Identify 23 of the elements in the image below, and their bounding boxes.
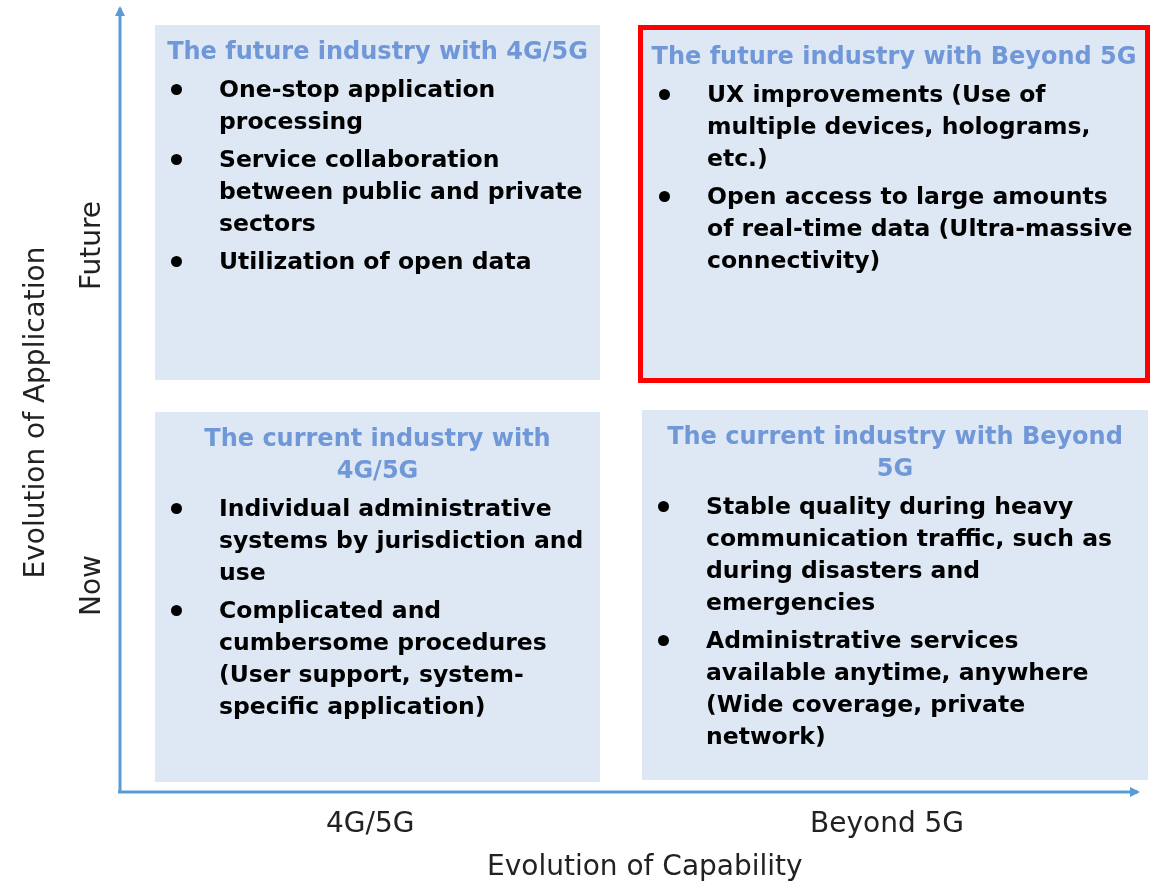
bullet-item: Complicated and cumbersome procedures (User support, system-specific application) bbox=[163, 594, 592, 722]
axis-tick-label: 4G/5G bbox=[326, 805, 415, 839]
quadrant-panel bbox=[642, 410, 1148, 780]
bullet-item: Utilization of open data bbox=[163, 245, 592, 277]
axis-tick-label: Now bbox=[73, 554, 107, 616]
axis-tick-label: Future bbox=[73, 200, 107, 290]
bullet-item: Stable quality during heavy communication traffic, such as during disasters and emergencies bbox=[650, 490, 1140, 618]
bullet-item: One-stop application processing bbox=[163, 73, 592, 137]
x-axis-title: Evolution of Capability bbox=[487, 848, 803, 882]
y-axis-title: Evolution of Application bbox=[18, 246, 52, 578]
quadrant-heading: The future industry with 4G/5G bbox=[166, 36, 589, 67]
quadrant-heading: The current industry with Beyond 5G bbox=[666, 421, 1124, 484]
axis-tick-label: Beyond 5G bbox=[810, 805, 965, 839]
quadrant-heading: The current industry with 4G/5G bbox=[203, 423, 552, 486]
bullet-item: Open access to large amounts of real-time data (Ultra-massive connectivity) bbox=[651, 180, 1137, 276]
bullet-item: Administrative services available anytime, anywhere (Wide coverage, private network) bbox=[650, 624, 1140, 752]
highlighted-quadrant-panel bbox=[638, 25, 1150, 383]
bullet-item: Service collaboration between public and private sectors bbox=[163, 143, 592, 239]
quadrant-heading: The future industry with Beyond 5G bbox=[651, 41, 1137, 72]
bullet-item: UX improvements (Use of multiple devices, holograms, etc.) bbox=[651, 78, 1137, 174]
quadrant-panel bbox=[155, 25, 600, 380]
bullet-item: Individual administrative systems by jurisdiction and use bbox=[163, 492, 592, 588]
quadrant-panel bbox=[155, 412, 600, 782]
